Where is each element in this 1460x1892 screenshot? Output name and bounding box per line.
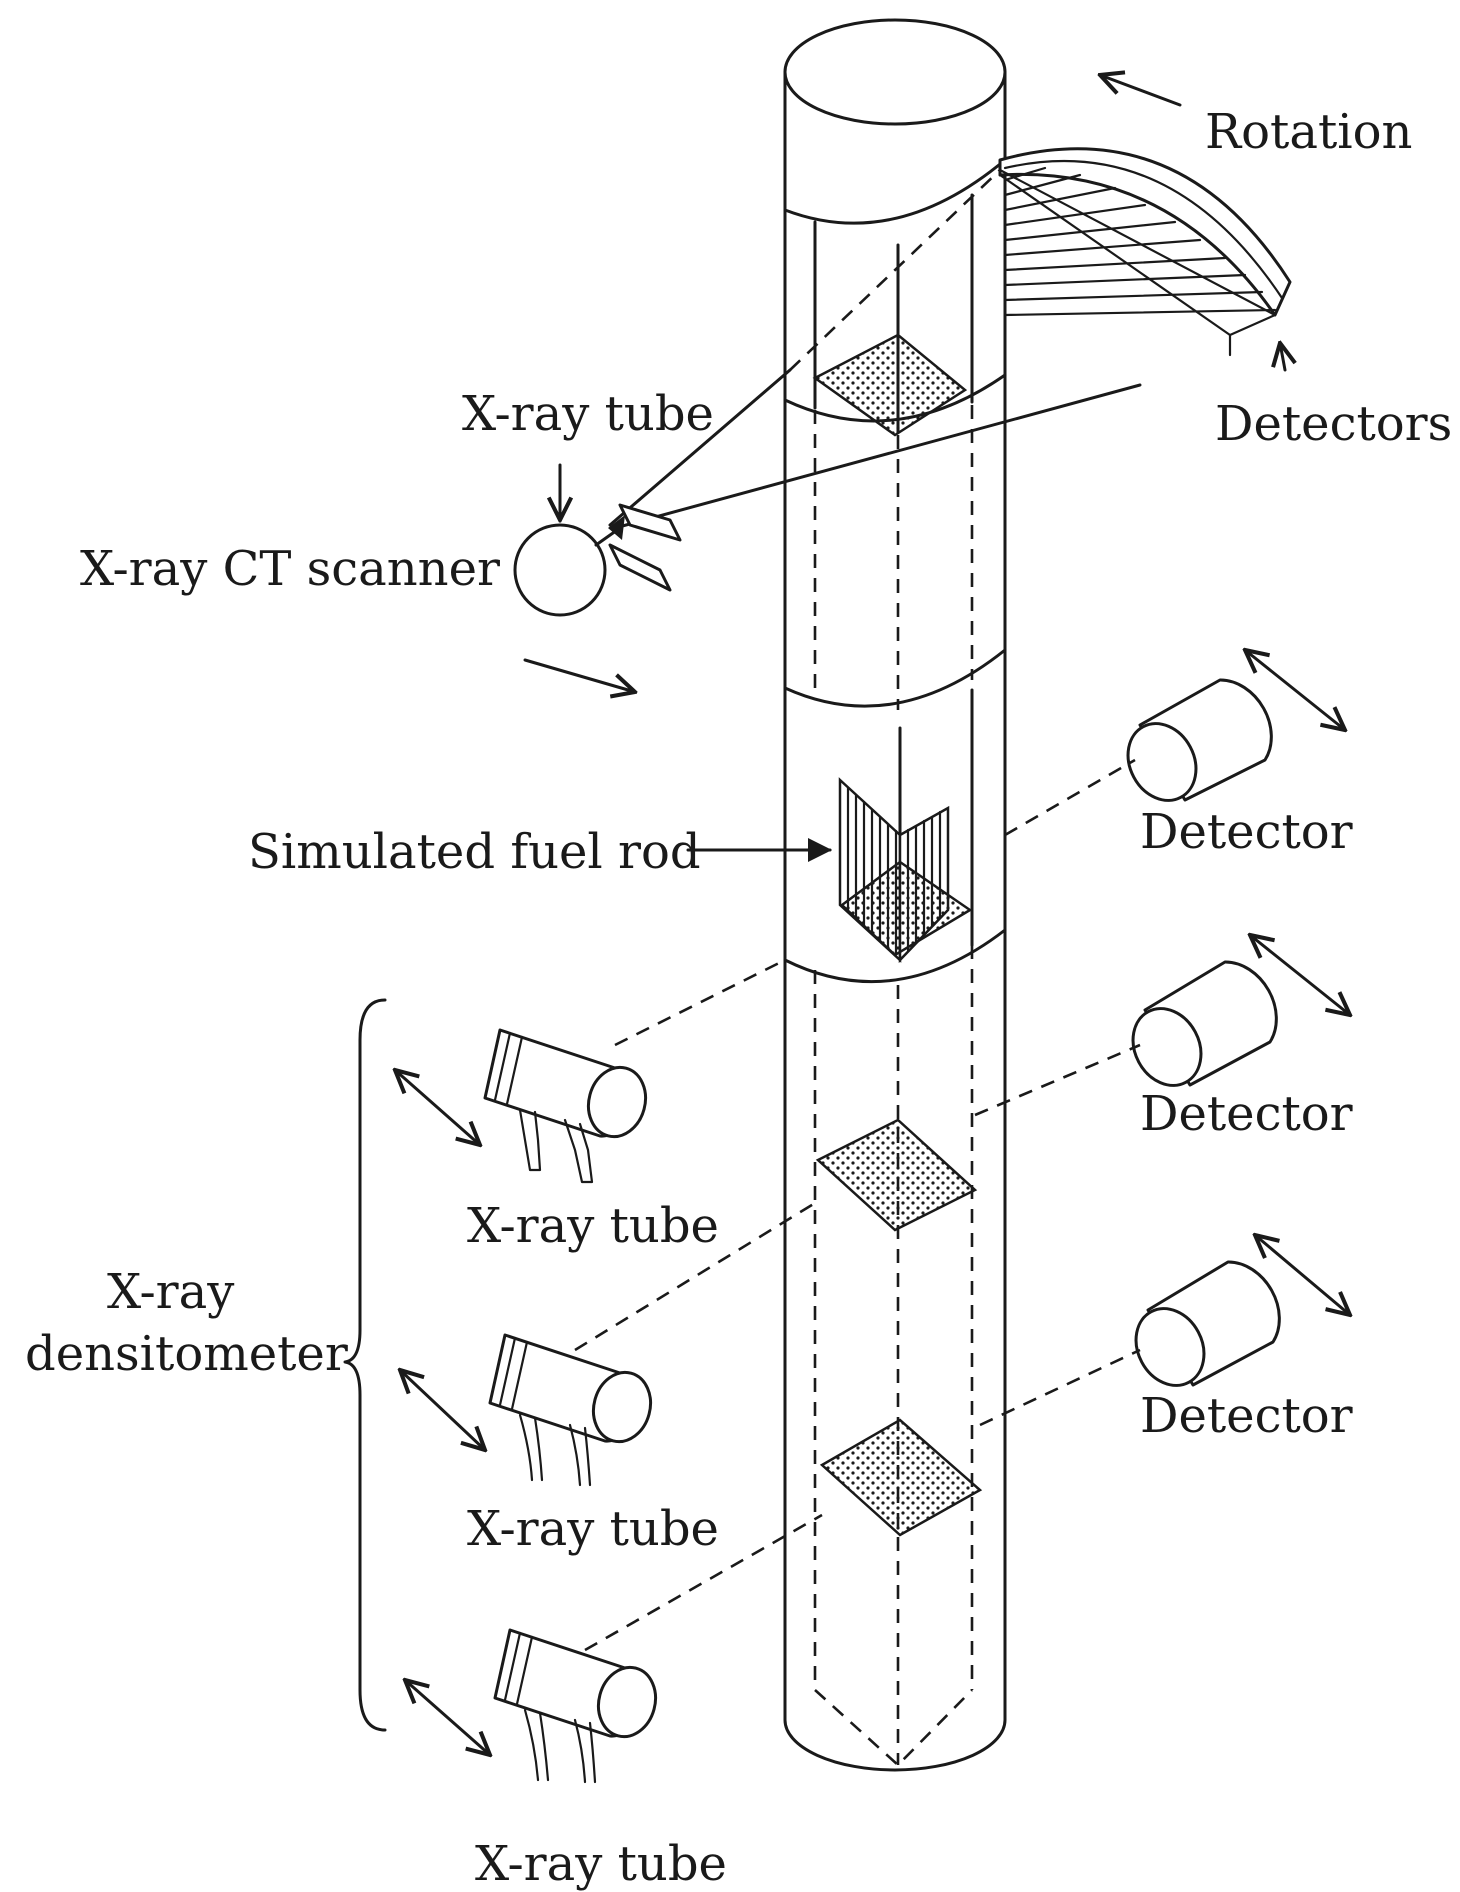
grid-plate-lower-2 bbox=[819, 1418, 983, 1537]
grid-plate-middle bbox=[840, 860, 973, 957]
xray-tube-label-3: X-ray tube bbox=[475, 1836, 727, 1892]
densitometer-tube-3 bbox=[405, 1513, 823, 1784]
grid-plate-lower-1 bbox=[815, 1118, 978, 1232]
rotation-label: Rotation bbox=[1205, 104, 1412, 160]
grid-plate-upper bbox=[812, 333, 968, 437]
fuel-rod-bundle bbox=[838, 777, 973, 964]
fuel-rod-label: Simulated fuel rod bbox=[248, 824, 701, 880]
detectors-pointer bbox=[1280, 343, 1285, 372]
densitometer-brace bbox=[343, 998, 387, 1732]
ct-xray-tube bbox=[513, 503, 682, 617]
detector-label-2: Detector bbox=[1140, 1086, 1353, 1142]
detector-label-3: Detector bbox=[1140, 1388, 1353, 1444]
rotation-arrows bbox=[523, 75, 1182, 692]
ct-detector-arc bbox=[998, 147, 1292, 357]
xray-tube-label-1: X-ray tube bbox=[467, 1198, 719, 1254]
detector-label-1: Detector bbox=[1140, 804, 1353, 860]
detector-cylinder-3 bbox=[979, 1235, 1350, 1427]
ct-scanner-label: X-ray CT scanner bbox=[80, 541, 500, 597]
detector-cylinder-1 bbox=[1004, 650, 1345, 837]
densitometer-label-line2: densitometer bbox=[25, 1326, 348, 1382]
ct-beam-lines bbox=[608, 169, 1142, 530]
ct-xray-tube-label: X-ray tube bbox=[462, 386, 714, 442]
test-section-column bbox=[783, 18, 1007, 1772]
detector-cylinder-2 bbox=[974, 935, 1350, 1117]
densitometer-tube-2 bbox=[400, 1198, 821, 1487]
densitometer-label-line1: X-ray bbox=[107, 1264, 234, 1320]
xray-tube-label-2: X-ray tube bbox=[467, 1501, 719, 1557]
detectors-label: Detectors bbox=[1215, 396, 1452, 452]
densitometer-tube-1 bbox=[395, 958, 786, 1184]
